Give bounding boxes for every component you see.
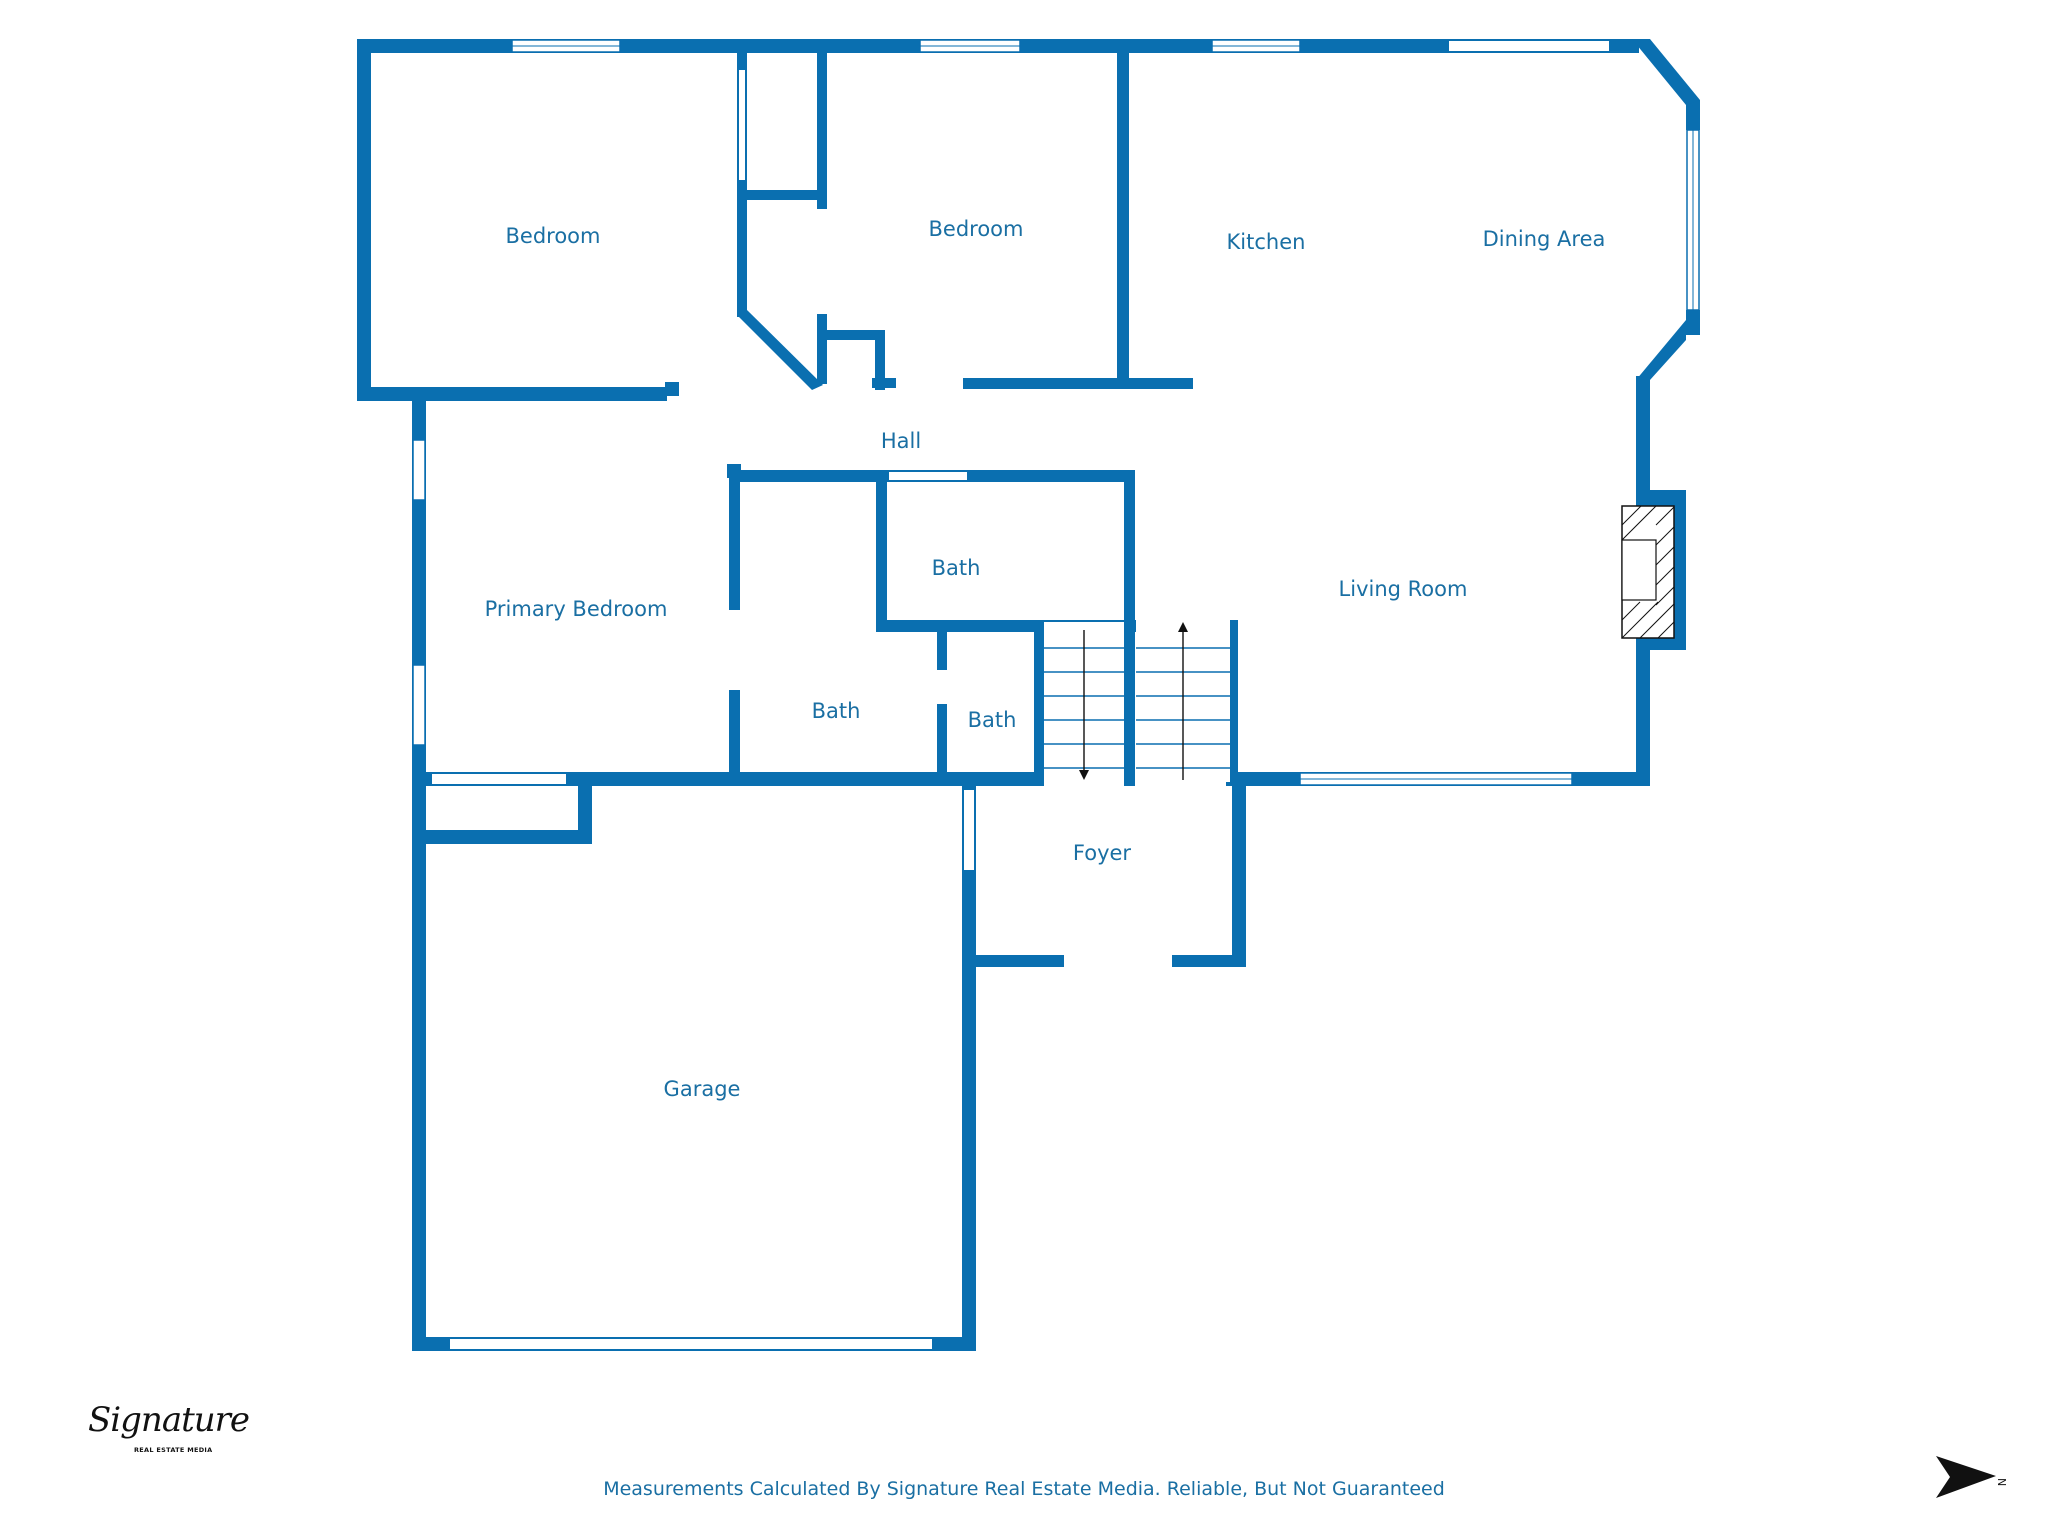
fireplace-icon bbox=[1621, 505, 1675, 639]
room-label-bedroom-2: Bedroom bbox=[929, 217, 1024, 241]
logo-subtitle: REAL ESTATE MEDIA bbox=[134, 1446, 213, 1454]
compass-label: N bbox=[1995, 1478, 2006, 1486]
room-label-kitchen: Kitchen bbox=[1227, 230, 1306, 254]
logo-script-text: Signature bbox=[88, 1400, 250, 1440]
room-label-living-room: Living Room bbox=[1339, 577, 1468, 601]
room-labels: Bedroom Bedroom Kitchen Dining Area Hall… bbox=[485, 217, 1606, 1101]
room-label-bath-3: Bath bbox=[968, 708, 1017, 732]
footer-disclaimer: Measurements Calculated By Signature Rea… bbox=[603, 1478, 1445, 1500]
stairs-icon bbox=[1044, 622, 1230, 782]
room-label-bedroom-1: Bedroom bbox=[506, 224, 601, 248]
room-label-bath-2: Bath bbox=[812, 699, 861, 723]
signature-logo: Signature REAL ESTATE MEDIA bbox=[74, 1398, 250, 1478]
room-label-bath-1: Bath bbox=[932, 556, 981, 580]
room-label-dining-area: Dining Area bbox=[1483, 227, 1606, 251]
walls bbox=[357, 39, 1700, 1351]
north-arrow-icon: N bbox=[1926, 1448, 2008, 1508]
windows bbox=[412, 39, 1700, 1349]
room-label-garage: Garage bbox=[664, 1077, 741, 1101]
room-label-hall: Hall bbox=[881, 429, 921, 453]
room-label-primary-bedroom: Primary Bedroom bbox=[485, 597, 668, 621]
room-label-foyer: Foyer bbox=[1073, 841, 1132, 865]
